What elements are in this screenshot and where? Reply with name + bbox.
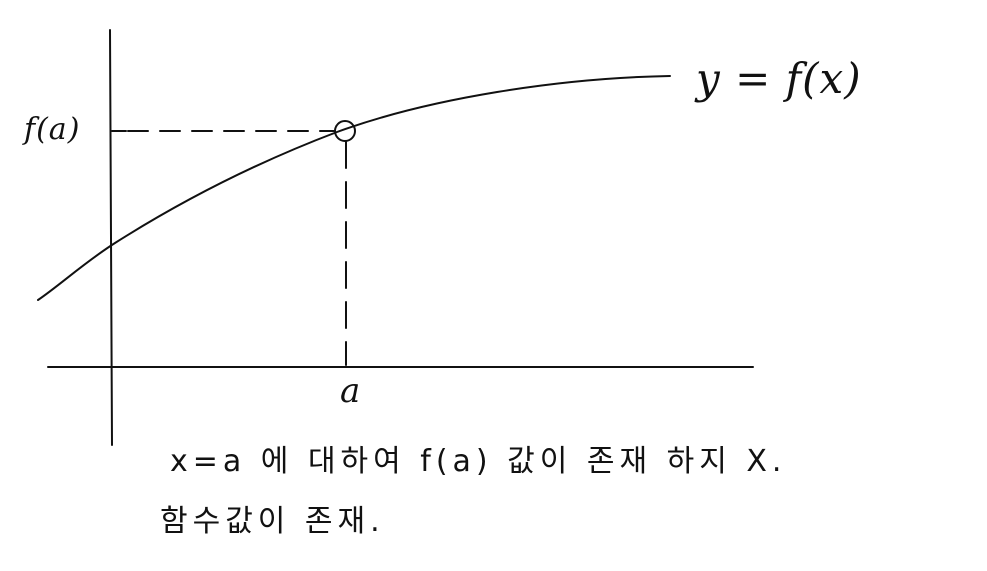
curve-f bbox=[37, 75, 671, 301]
note-line-1: x=a 에 대하여 f(a) 값이 존재 하지 X. bbox=[170, 444, 787, 479]
open-circle-point bbox=[334, 120, 356, 142]
point-y-label: f(a) bbox=[24, 112, 81, 147]
y-axis bbox=[109, 29, 113, 446]
curve-label: y = f(x) bbox=[696, 54, 862, 103]
note-line-2: 함수값이 존재. bbox=[160, 504, 385, 539]
point-x-label: a bbox=[340, 371, 362, 411]
